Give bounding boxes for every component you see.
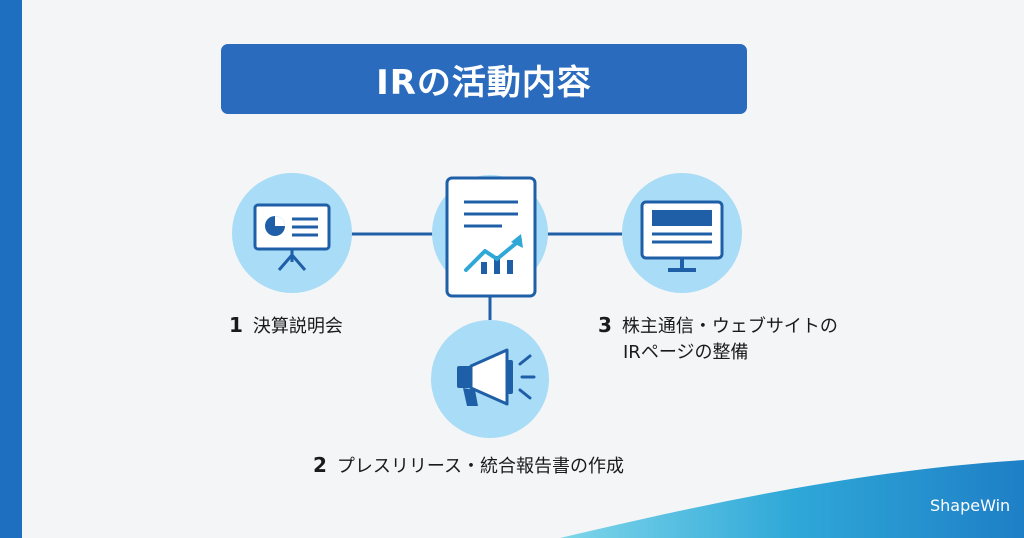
item-2-text: プレスリリース・統合報告書の作成 <box>336 456 625 477</box>
page-title: IRの活動内容 <box>376 62 592 103</box>
item-3-number: 3 <box>598 313 612 337</box>
item-1-label: 1 決算説明会 <box>229 312 343 340</box>
left-accent-bar <box>0 0 22 538</box>
item-2-label: 2 プレスリリース・統合報告書の作成 <box>313 452 624 480</box>
item-3-text-line2: IRページの整備 <box>623 342 749 363</box>
monitor-icon <box>622 173 742 293</box>
title-banner: IRの活動内容 <box>221 44 747 114</box>
shapewin-logo: ShapeWin <box>930 496 1011 515</box>
report-chart-icon <box>432 175 548 298</box>
item-1-text: 決算説明会 <box>252 316 343 337</box>
item-3-label: 3 株主通信・ウェブサイトの IRページの整備 <box>598 312 838 366</box>
presentation-board-icon <box>232 173 352 293</box>
item-1-number: 1 <box>229 313 243 337</box>
item-2-number: 2 <box>313 453 327 477</box>
megaphone-icon <box>431 320 549 438</box>
item-3-text-line1: 株主通信・ウェブサイトの <box>621 316 838 337</box>
